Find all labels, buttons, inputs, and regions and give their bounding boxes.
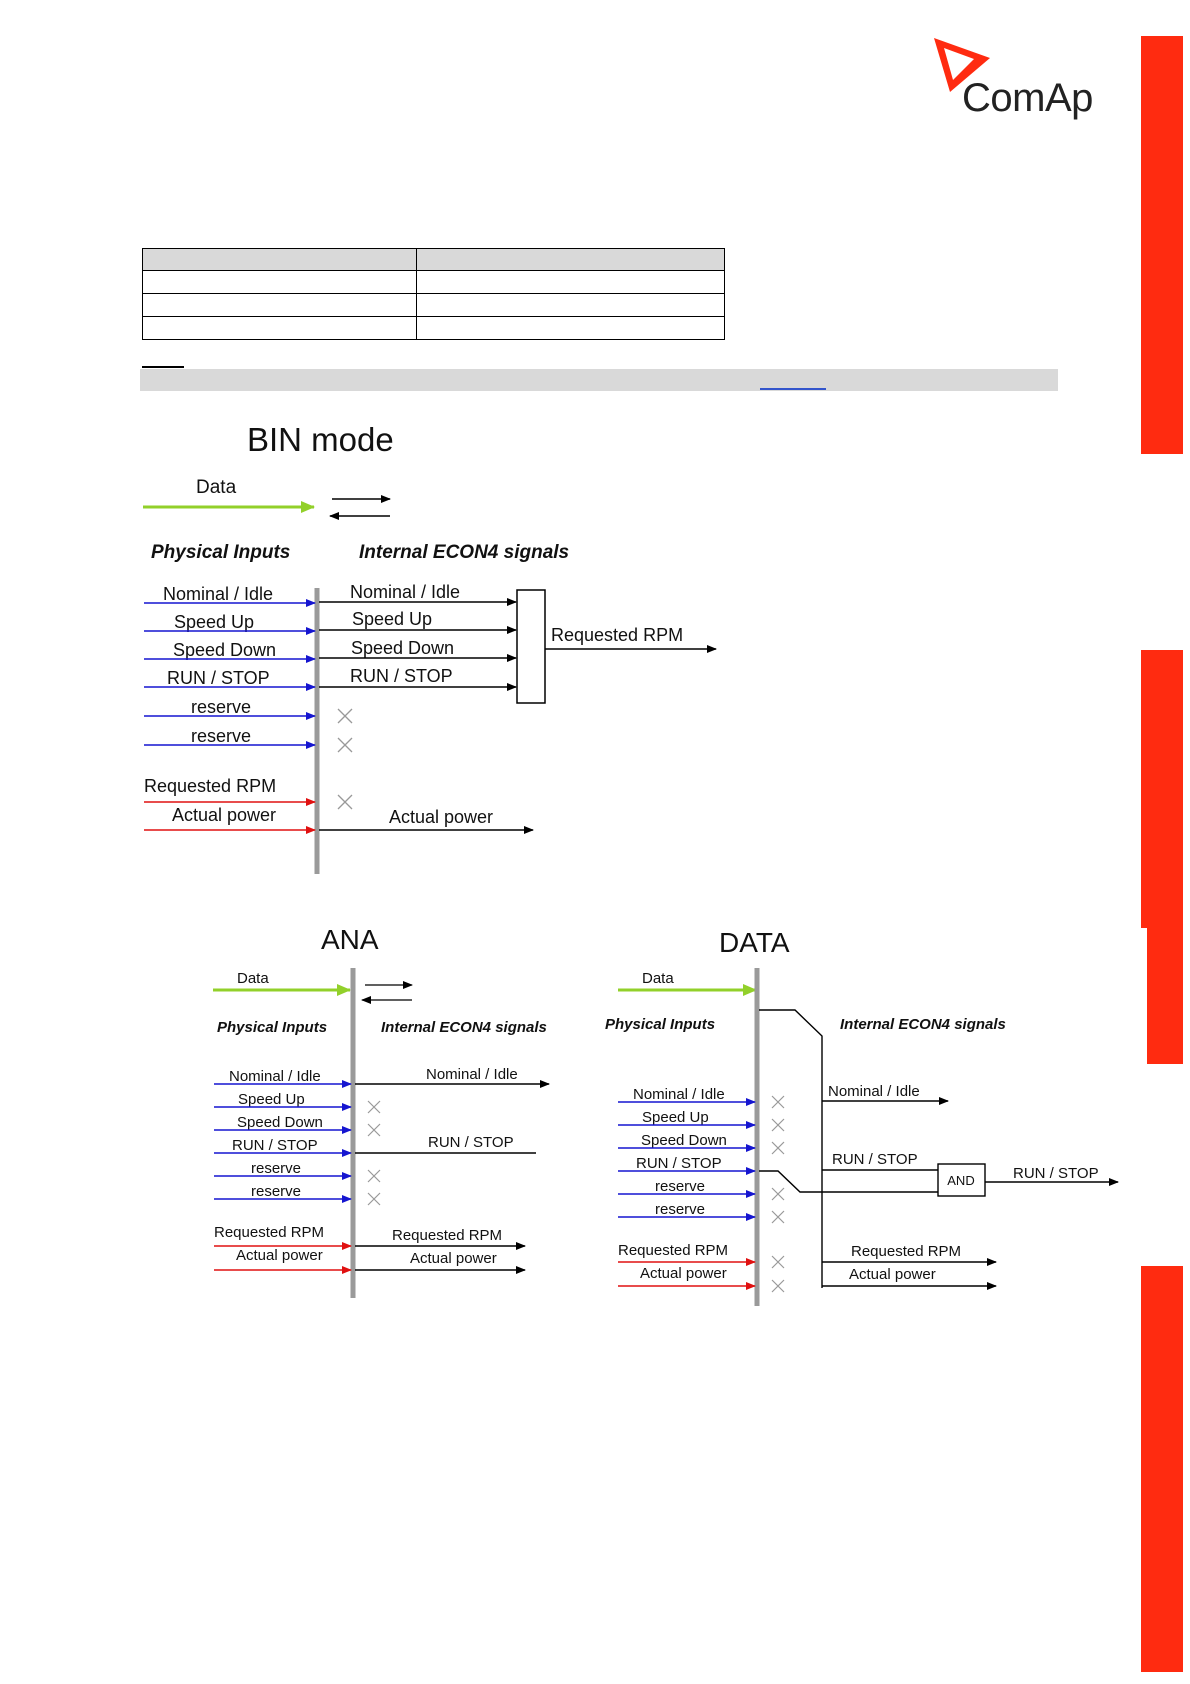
data-unused-mark xyxy=(771,1141,785,1155)
data-unused-mark xyxy=(771,1118,785,1132)
ana-output-label-actual: Actual power xyxy=(410,1250,497,1267)
side-bar-middle xyxy=(1141,650,1183,928)
ana-input-label: Requested RPM xyxy=(214,1224,324,1241)
table-header-row xyxy=(142,248,725,271)
bin-input-label: RUN / STOP xyxy=(167,668,270,688)
data-runstop-input-route xyxy=(759,1170,938,1193)
bin-input-label: Speed Up xyxy=(174,612,254,632)
logo-wordmark: ComAp xyxy=(962,76,1093,120)
note-link[interactable] xyxy=(760,388,826,390)
data-input-label: Nominal / Idle xyxy=(633,1086,725,1103)
bin-data-label: Data xyxy=(196,477,237,498)
bin-mode-diagram: BIN mode Data Physical Inputs Internal E… xyxy=(143,421,717,874)
ana-input-label: RUN / STOP xyxy=(232,1137,318,1154)
bin-unused-mark xyxy=(337,708,353,724)
ana-input-label: Nominal / Idle xyxy=(229,1068,321,1085)
data-output-label-runstop: RUN / STOP xyxy=(832,1151,918,1168)
bin-unused-mark xyxy=(337,794,353,810)
data-unused-mark xyxy=(771,1255,785,1269)
bin-logic-block xyxy=(516,589,546,704)
and-output-label: RUN / STOP xyxy=(1013,1165,1099,1182)
data-feed-line xyxy=(759,1009,823,1288)
bin-input-label: Speed Down xyxy=(173,640,276,660)
ana-data-label: Data xyxy=(237,970,269,987)
data-input-label: reserve xyxy=(655,1178,705,1195)
data-input-label: Speed Up xyxy=(642,1109,709,1126)
ana-unused-marks xyxy=(367,1100,381,1206)
bin-internal-header: Internal ECON4 signals xyxy=(359,542,569,563)
side-bar-middle-lower xyxy=(1147,928,1183,1064)
ana-input-label: reserve xyxy=(251,1183,301,1200)
data-unused-marks xyxy=(771,1095,785,1293)
ana-unused-mark xyxy=(367,1169,381,1183)
comap-logo xyxy=(928,36,1108,126)
ana-input-label: Actual power xyxy=(236,1247,323,1264)
data-title: DATA xyxy=(719,927,790,958)
ana-input-label: Speed Down xyxy=(237,1114,323,1131)
data-output-label-actual: Actual power xyxy=(849,1266,936,1283)
side-bar-bottom xyxy=(1141,1322,1183,1672)
note-underline xyxy=(142,366,184,368)
data-unused-mark xyxy=(771,1210,785,1224)
data-physical-header: Physical Inputs xyxy=(605,1016,715,1033)
data-output-label-requested: Requested RPM xyxy=(851,1243,961,1260)
data-internal-header: Internal ECON4 signals xyxy=(840,1016,1006,1033)
ana-input-label: reserve xyxy=(251,1160,301,1177)
empty-table xyxy=(142,248,725,340)
bin-internal-label: Speed Down xyxy=(351,638,454,658)
and-gate-label: AND xyxy=(947,1173,974,1188)
bin-internal-label: RUN / STOP xyxy=(350,666,453,686)
bin-input-label: Actual power xyxy=(172,805,276,825)
ana-physical-header: Physical Inputs xyxy=(217,1019,327,1036)
data-unused-mark xyxy=(771,1279,785,1293)
bin-input-label: Requested RPM xyxy=(144,776,276,796)
and-gate xyxy=(937,1163,986,1197)
data-output-label-nominal: Nominal / Idle xyxy=(828,1083,920,1100)
ana-output-label-nominal: Nominal / Idle xyxy=(426,1066,518,1083)
table-row xyxy=(142,316,725,340)
data-mode-diagram: DATA Data Physical Inputs Internal ECON4… xyxy=(605,927,1119,1306)
bin-unused-mark xyxy=(337,737,353,753)
data-input-label: Actual power xyxy=(640,1265,727,1282)
data-input-label: Requested RPM xyxy=(618,1242,728,1259)
bin-actual-power-label: Actual power xyxy=(389,807,493,827)
data-input-label: reserve xyxy=(655,1201,705,1218)
bin-input-label: Nominal / Idle xyxy=(163,584,273,604)
ana-output-label-requested: Requested RPM xyxy=(392,1227,502,1244)
bin-internal-label: Nominal / Idle xyxy=(350,582,460,602)
bin-block-output-label: Requested RPM xyxy=(551,625,683,645)
ana-unused-mark xyxy=(367,1123,381,1137)
ana-internal-header: Internal ECON4 signals xyxy=(381,1019,547,1036)
data-input-label: RUN / STOP xyxy=(636,1155,722,1172)
bin-internal-label: Speed Up xyxy=(352,609,432,629)
ana-output-label-runstop: RUN / STOP xyxy=(428,1134,514,1151)
bin-unused-marks xyxy=(337,708,353,810)
data-input-label: Speed Down xyxy=(641,1132,727,1149)
data-unused-mark xyxy=(771,1095,785,1109)
ana-input-label: Speed Up xyxy=(238,1091,305,1108)
bin-input-label: reserve xyxy=(191,726,251,746)
ana-unused-mark xyxy=(367,1192,381,1206)
data-data-label: Data xyxy=(642,970,674,987)
ana-mode-diagram: ANA Data Physical Inputs Internal ECON4 … xyxy=(213,924,550,1298)
side-bar-bottom-tab xyxy=(1141,1266,1183,1322)
ana-unused-mark xyxy=(367,1100,381,1114)
comap-logo-mark xyxy=(934,38,990,92)
bin-physical-header: Physical Inputs xyxy=(151,542,290,563)
data-unused-mark xyxy=(771,1187,785,1201)
ana-title: ANA xyxy=(321,924,379,955)
side-bar-top xyxy=(1141,36,1183,454)
bin-input-label: reserve xyxy=(191,697,251,717)
note-bar xyxy=(140,369,1058,391)
bin-title: BIN mode xyxy=(247,421,394,458)
